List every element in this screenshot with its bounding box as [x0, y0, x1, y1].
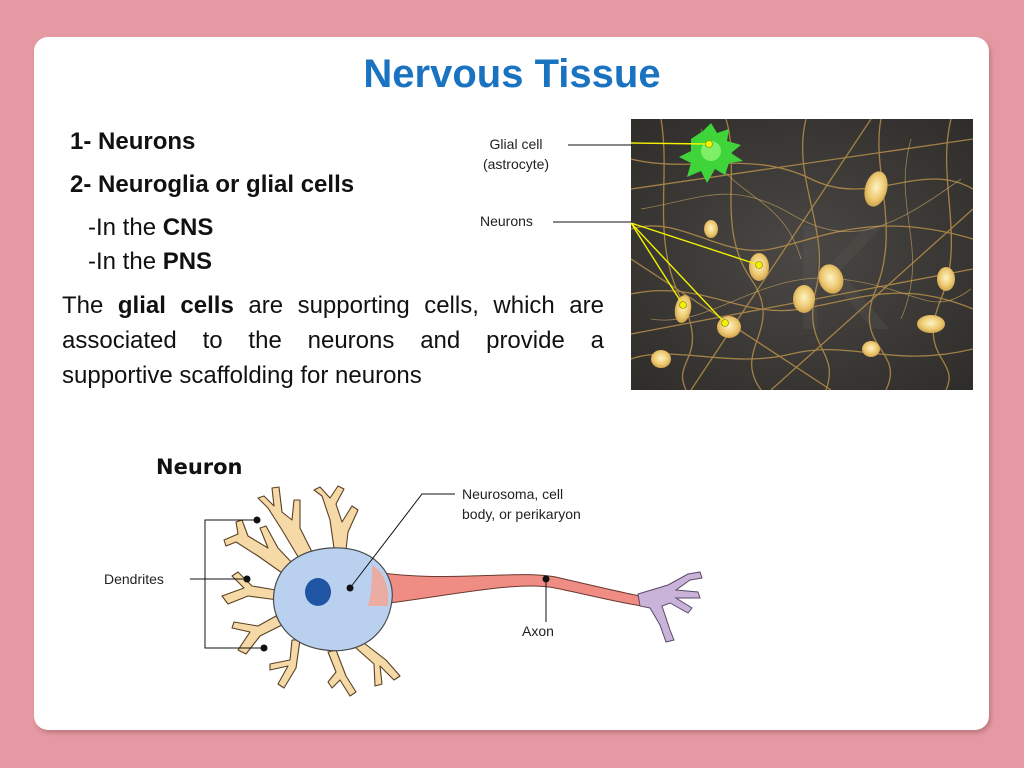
list-item-neurons: 1- Neurons [70, 128, 196, 155]
sub-item-cns: -In the CNS [88, 214, 214, 241]
micrograph-pointers [631, 142, 760, 324]
list-item-neuroglia: 2- Neuroglia or glial cells [70, 171, 355, 198]
slide-title: Nervous Tissue [363, 52, 661, 96]
neuron-micrograph: K [631, 119, 973, 390]
neurosoma-label: Neurosoma, cell body, or perikaryon [462, 486, 581, 522]
neuron-heading: Neuron [156, 455, 243, 479]
glial-description: The glial cells are supporting cells, wh… [62, 292, 604, 389]
dendrites-label: Dendrites [104, 571, 164, 587]
neuron-cell-bodies [651, 171, 955, 368]
axon-label: Axon [522, 623, 554, 639]
sub-item-pns: -In the PNS [88, 248, 213, 275]
glial-cell-label: Glial cell (astrocyte) [482, 136, 550, 172]
neurons-label: Neurons [480, 213, 533, 229]
